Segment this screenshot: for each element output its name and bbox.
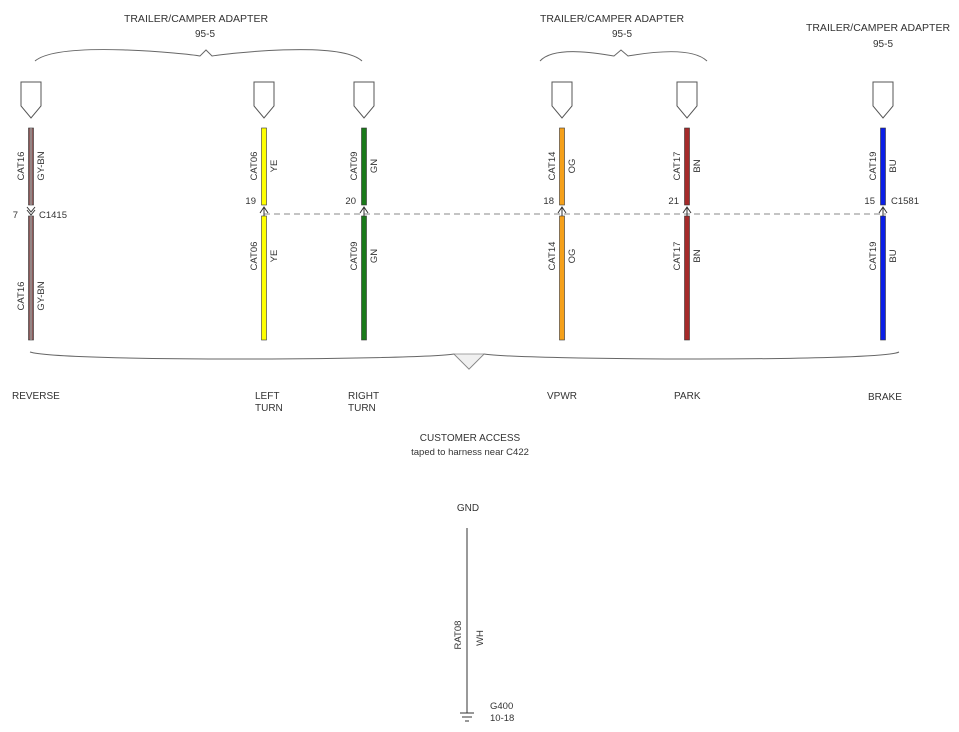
terminal-left-turn xyxy=(259,206,269,216)
wire-left-turn-color-upper: YE xyxy=(269,160,280,173)
customer-access-title: CUSTOMER ACCESS xyxy=(420,433,521,444)
function-label-park: PARK xyxy=(674,391,701,402)
pin-right-turn: 20 xyxy=(345,196,356,207)
wire-brake-lower xyxy=(880,215,886,341)
wire-right-turn-circuit-lower: CAT09 xyxy=(349,242,360,271)
wire-brake-circuit-lower: CAT19 xyxy=(868,242,879,271)
wire-reverse-color-lower: GY-BN xyxy=(36,281,47,310)
wire-vpwr-circuit-upper: CAT14 xyxy=(547,152,558,181)
adapter-2-code: 95-5 xyxy=(612,29,632,40)
wire-park-upper xyxy=(684,127,690,206)
wire-left-turn-color-lower: YE xyxy=(269,250,280,263)
terminal-vpwr xyxy=(557,206,567,216)
wire-left-turn-upper xyxy=(261,127,267,206)
function-label-reverse: REVERSE xyxy=(12,391,60,402)
connector-shell-brake xyxy=(872,81,894,119)
wire-left-turn-lower xyxy=(261,215,267,341)
customer-access-brace-tip xyxy=(453,353,485,370)
wire-brake-upper xyxy=(880,127,886,206)
wire-brake-color-upper: BU xyxy=(888,159,899,172)
pin-park: 21 xyxy=(668,196,679,207)
wire-brake: CAT19 BU CAT19 BU 15 C1581 xyxy=(864,127,919,341)
wire-vpwr: CAT14 OG CAT14 OG 18 xyxy=(543,127,578,341)
connector-shell-right-turn xyxy=(353,81,375,119)
wire-right-turn-color-upper: GN xyxy=(369,159,380,173)
wire-brake-circuit-upper: CAT19 xyxy=(868,152,879,181)
adapter-2-brace xyxy=(539,49,708,62)
wire-reverse-color-upper: GY-BN xyxy=(36,151,47,180)
adapter-2-title: TRAILER/CAMPER ADAPTER xyxy=(540,13,685,25)
pin-left-turn: 19 xyxy=(245,196,256,207)
wire-park-color-upper: BN xyxy=(692,159,703,172)
wire-park-circuit-upper: CAT17 xyxy=(672,152,683,181)
ground-wire-circuit: RAT08 xyxy=(453,621,464,650)
function-label-left-turn-1: LEFT xyxy=(255,391,279,402)
function-label-brake: BRAKE xyxy=(868,392,902,403)
connector-shells xyxy=(20,81,894,119)
ground-wire-color: WH xyxy=(475,630,486,646)
wire-right-turn-upper xyxy=(361,127,367,206)
terminal-park xyxy=(682,206,692,216)
function-label-right-turn-2: TURN xyxy=(348,403,376,414)
adapter-3-title: TRAILER/CAMPER ADAPTER xyxy=(806,22,951,34)
wire-vpwr-lower xyxy=(559,215,565,341)
connector-c1581-label: C1581 xyxy=(891,196,919,207)
adapter-1-code: 95-5 xyxy=(195,29,215,40)
wire-vpwr-circuit-lower: CAT14 xyxy=(547,242,558,271)
wire-right-turn-circuit-upper: CAT09 xyxy=(349,152,360,181)
wire-park: CAT17 BN CAT17 BN 21 xyxy=(668,127,703,341)
wire-left-turn-circuit-lower: CAT06 xyxy=(249,242,260,271)
wire-right-turn: CAT09 GN CAT09 GN 20 xyxy=(345,127,380,341)
adapter-3-code: 95-5 xyxy=(873,39,893,50)
wire-reverse-circuit-lower: CAT16 xyxy=(16,282,27,311)
connector-shell-left-turn xyxy=(253,81,275,119)
wire-reverse-circuit-upper: CAT16 xyxy=(16,152,27,181)
pin-vpwr: 18 xyxy=(543,196,554,207)
terminal-brake xyxy=(878,206,888,216)
wire-park-circuit-lower: CAT17 xyxy=(672,242,683,271)
terminal-reverse xyxy=(26,206,36,216)
ground-location: G400 xyxy=(490,701,513,712)
wire-left-turn: CAT06 YE CAT06 YE 19 xyxy=(245,127,280,341)
wire-brake-color-lower: BU xyxy=(888,249,899,262)
wire-reverse: CAT16 GY-BN CAT16 GY-BN 7 C1415 xyxy=(13,127,67,341)
pin-reverse: 7 xyxy=(13,210,18,221)
terminal-right-turn xyxy=(359,206,369,216)
adapter-1-title: TRAILER/CAMPER ADAPTER xyxy=(124,13,269,25)
wire-park-color-lower: BN xyxy=(692,249,703,262)
connector-shell-reverse xyxy=(20,81,42,119)
wire-vpwr-upper xyxy=(559,127,565,206)
wire-right-turn-lower xyxy=(361,215,367,341)
function-label-left-turn-2: TURN xyxy=(255,403,283,414)
connector-shell-park xyxy=(676,81,698,119)
function-label-right-turn-1: RIGHT xyxy=(348,391,379,402)
function-label-vpwr: VPWR xyxy=(547,391,577,402)
wire-vpwr-color-upper: OG xyxy=(567,159,578,174)
connector-c1415-label: C1415 xyxy=(39,210,67,221)
wire-right-turn-color-lower: GN xyxy=(369,249,380,263)
wire-park-lower xyxy=(684,215,690,341)
wire-vpwr-color-lower: OG xyxy=(567,249,578,264)
connector-shell-vpwr xyxy=(551,81,573,119)
customer-access-note: taped to harness near C422 xyxy=(411,447,529,458)
wire-left-turn-circuit-upper: CAT06 xyxy=(249,152,260,181)
ground-location-ref: 10-18 xyxy=(490,713,514,724)
ground-label: GND xyxy=(457,503,479,514)
adapter-1-brace xyxy=(34,49,363,62)
pin-brake: 15 xyxy=(864,196,875,207)
ground-symbol-icon xyxy=(460,706,474,722)
